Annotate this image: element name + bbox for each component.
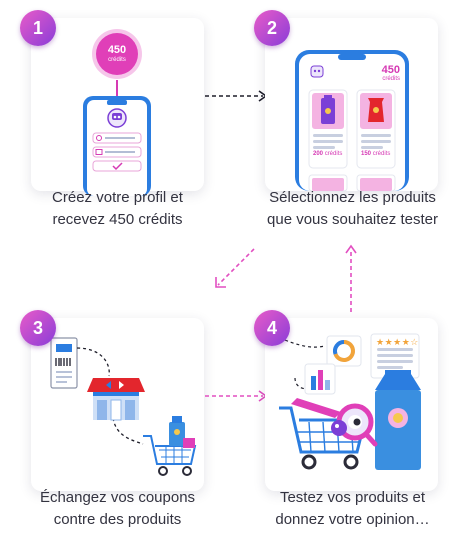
step-4-badge: 4 <box>254 310 290 346</box>
coupon-store-illustration <box>50 337 197 476</box>
step-2-caption: Sélectionnez les produits que vous souha… <box>240 187 465 231</box>
step-3-badge: 3 <box>20 310 56 346</box>
product-1-price-unit: crédits <box>324 151 343 157</box>
step-4-caption: Testez vos produits et donnez votre opin… <box>240 487 465 531</box>
arrow-step3-to-step4 <box>205 390 268 402</box>
step-3-caption-line2: contre des produits <box>53 511 182 528</box>
step-1-caption: Créez votre profil et recevez 450 crédit… <box>10 187 225 231</box>
arrow-step1-to-step2 <box>205 90 268 102</box>
step-2-caption-line2: que vous souhaitez tester <box>267 211 438 228</box>
arrow-step4-to-step2 <box>345 244 357 312</box>
step-1-badge: 1 <box>20 10 56 46</box>
product-2-price-unit: crédits <box>372 151 391 157</box>
step-4-caption-line2: donnez votre opinion… <box>275 511 430 528</box>
review-stars: ★★★★☆ <box>376 337 419 347</box>
credits-bubble-value: 450 <box>107 44 127 56</box>
product-2-price: 150 crédits <box>361 151 391 157</box>
product-catalog-phone-illustration <box>295 50 409 192</box>
phone-credits-value: 450 <box>381 64 400 76</box>
arrow-step2-to-step3 <box>215 248 255 288</box>
step-3-caption-line1: Échangez vos coupons <box>39 489 196 506</box>
step-3-caption: Échangez vos coupons contre des produits <box>10 487 225 531</box>
signup-phone-illustration <box>83 29 151 196</box>
product-review-illustration <box>279 333 421 470</box>
phone-credits-label: crédits <box>382 76 400 82</box>
step-2-caption-line1: Sélectionnez les produits <box>269 189 436 206</box>
step-1-caption-line2: recevez 450 crédits <box>52 211 183 228</box>
step-4-caption-line1: Testez vos produits et <box>279 489 426 506</box>
step-2-badge: 2 <box>254 10 290 46</box>
product-1-price: 200 crédits <box>313 151 343 157</box>
product-2-price-value: 150 <box>361 151 372 157</box>
step-1-caption-line1: Créez votre profil et <box>52 189 183 206</box>
product-1-price-value: 200 <box>313 151 324 157</box>
credits-bubble-label: crédits <box>108 57 126 63</box>
